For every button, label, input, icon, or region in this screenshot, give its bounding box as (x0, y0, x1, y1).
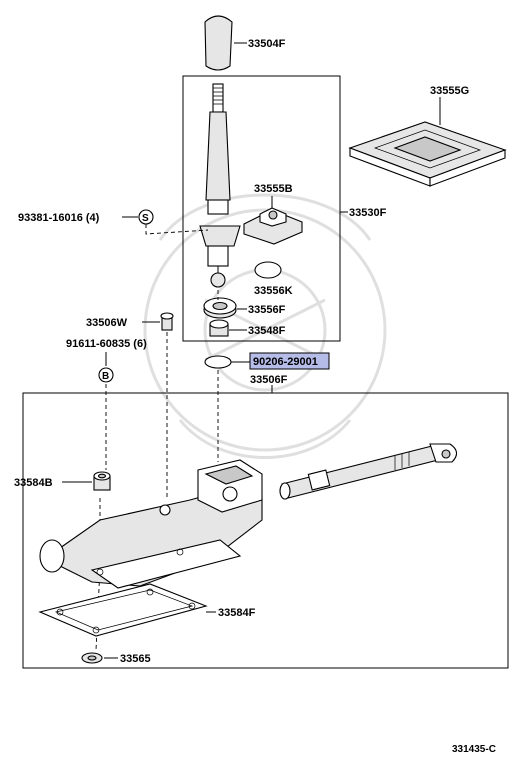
shift-boot-plate[interactable] (348, 121, 507, 187)
label-93381[interactable]: 93381-16016 (4) (18, 212, 100, 224)
label-33584b[interactable]: 33584B (14, 477, 53, 489)
label-33548f[interactable]: 33548F (248, 325, 286, 337)
label-33530f[interactable]: 33530F (349, 207, 387, 219)
lever-seat[interactable] (243, 207, 303, 245)
label-33555b[interactable]: 33555B (254, 183, 293, 195)
lever-bushing-seat[interactable] (203, 297, 237, 319)
housing-washer[interactable] (81, 652, 103, 664)
highlight-90206 (249, 352, 330, 370)
label-33506f[interactable]: 33506F (250, 374, 288, 386)
retaining-ring[interactable] (204, 355, 232, 369)
shift-bushing[interactable] (209, 319, 229, 337)
b-marker-circle (98, 367, 114, 383)
b-marker-letter: B (102, 371, 109, 382)
label-33556k[interactable]: 33556K (254, 285, 293, 297)
label-33504f[interactable]: 33504F (248, 38, 286, 50)
label-91611[interactable]: 91611-60835 (6) (66, 338, 147, 350)
shift-lever-assembly-box (182, 75, 341, 342)
watermark-emblem (143, 193, 387, 459)
label-33565[interactable]: 33565 (120, 653, 151, 665)
shift-rod[interactable] (279, 443, 458, 500)
label-33584f[interactable]: 33584F (218, 607, 256, 619)
s-marker-letter: S (142, 213, 149, 224)
housing-plug[interactable] (93, 471, 111, 491)
diagram-code: 331435-C (452, 744, 496, 755)
shift-housing[interactable] (39, 459, 263, 589)
label-33555g[interactable]: 33555G (430, 85, 469, 97)
shift-knob[interactable] (204, 15, 233, 71)
o-ring[interactable] (254, 261, 282, 279)
label-33556f[interactable]: 33556F (248, 304, 286, 316)
breather-plug[interactable] (160, 312, 174, 331)
shift-lever[interactable] (199, 83, 241, 288)
housing-gasket[interactable] (38, 583, 208, 637)
label-33506w[interactable]: 33506W (86, 317, 128, 329)
shift-housing-assembly-box (22, 392, 509, 669)
label-90206[interactable]: 90206-29001 (253, 356, 318, 368)
